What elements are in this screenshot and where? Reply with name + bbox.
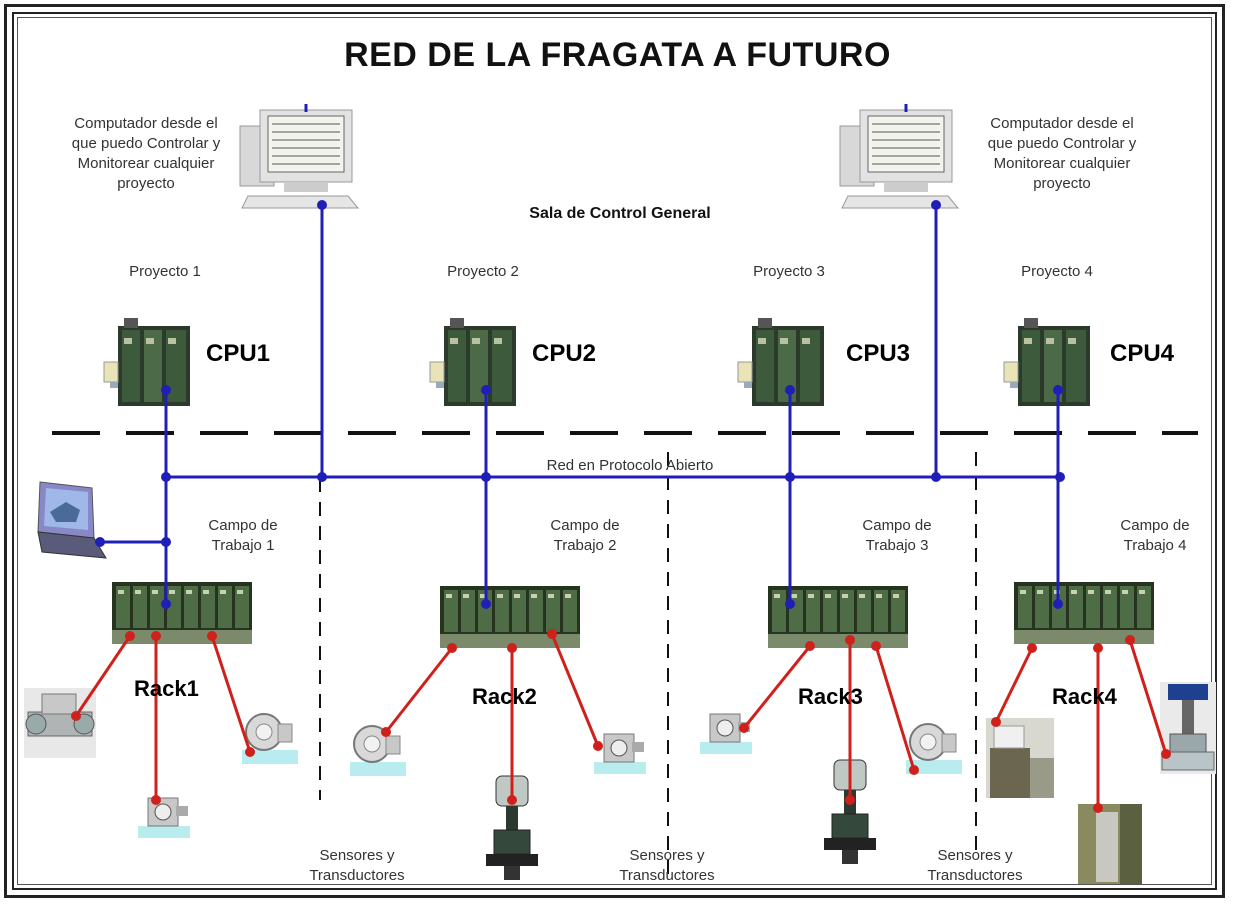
- cpu-label: CPU3: [846, 340, 911, 367]
- caption-line: Computador desde el: [74, 115, 218, 132]
- field-label-line: Campo de: [550, 517, 620, 534]
- project-label: Proyecto 3: [753, 263, 825, 280]
- sensor-links: [74, 633, 1168, 808]
- caption-line: proyecto: [1033, 175, 1091, 192]
- rack-label: Rack2: [472, 684, 537, 709]
- field-label-line: Trabajo 4: [1123, 537, 1187, 554]
- page-title: RED DE LA FRAGATA A FUTURO: [344, 36, 891, 74]
- project-label: Proyecto 4: [1021, 263, 1093, 280]
- field-label-line: Trabajo 3: [865, 537, 929, 554]
- network-label: Red en Protocolo Abierto: [546, 457, 714, 474]
- sensors-label-line: Transductores: [309, 867, 405, 884]
- caption-line: Monitorear cualquier: [77, 155, 215, 172]
- field-label-line: Trabajo 2: [553, 537, 617, 554]
- inner-frame-line: [17, 17, 1212, 885]
- field-label: Campo de Trabajo 1: [188, 516, 298, 556]
- sensors-label-line: Transductores: [927, 867, 1023, 884]
- caption-line: Monitorear cualquier: [993, 155, 1131, 172]
- control-valve-icon: [1159, 681, 1217, 775]
- rack2-module: [440, 586, 580, 648]
- rack4-module: [1014, 582, 1154, 644]
- laptop-icon: [37, 481, 107, 559]
- cpu2-module: [429, 317, 517, 407]
- field-label-line: Campo de: [1120, 517, 1190, 534]
- sensors-label-line: Sensores y: [319, 847, 395, 864]
- sensors-label-line: Transductores: [619, 867, 715, 884]
- rack-label: Rack3: [798, 684, 863, 709]
- field-label: Campo de Trabajo 3: [842, 516, 952, 556]
- cpu-label: CPU2: [532, 340, 597, 367]
- computer-caption-left: Computador desde el que puedo Controlar …: [46, 114, 246, 194]
- small-sensor-icon: [593, 733, 647, 775]
- transmitter-icon: [349, 725, 407, 777]
- field-label: Campo de Trabajo 2: [530, 516, 640, 556]
- cpu1-module: [103, 317, 191, 407]
- sensors-label: Sensores y Transductores: [910, 846, 1040, 886]
- control-room-label: Sala de Control General: [529, 205, 711, 222]
- cpu-label: CPU1: [206, 340, 271, 367]
- cpu3-module: [737, 317, 825, 407]
- pressure-sensor-icon: [137, 797, 191, 839]
- caption-line: que puedo Controlar y: [71, 135, 221, 152]
- cpu4-module: [1003, 317, 1091, 407]
- flow-meter-icon: [23, 687, 97, 759]
- field-label-line: Trabajo 1: [211, 537, 275, 554]
- control-computer-left: [238, 102, 360, 210]
- field-label: Campo de Trabajo 4: [1100, 516, 1210, 556]
- computer-caption-right: Computador desde el que puedo Controlar …: [962, 114, 1162, 194]
- field-label-line: Campo de: [862, 517, 932, 534]
- project-label: Proyecto 1: [129, 263, 201, 280]
- sensors-label: Sensores y Transductores: [292, 846, 422, 886]
- cpu-label: CPU4: [1110, 340, 1175, 367]
- field-equipment-photo: [985, 717, 1055, 799]
- field-label-line: Campo de: [208, 517, 278, 534]
- project-label: Proyecto 2: [447, 263, 519, 280]
- sensors-label-line: Sensores y: [937, 847, 1013, 864]
- inner-frame: [12, 12, 1217, 890]
- caption-line: Computador desde el: [990, 115, 1134, 132]
- rack-label: Rack1: [134, 676, 199, 701]
- sensors-label: Sensores y Transductores: [602, 846, 732, 886]
- network-bus: [100, 205, 1060, 610]
- caption-line: proyecto: [117, 175, 175, 192]
- small-sensor-icon: [699, 713, 753, 755]
- control-computer-right: [838, 102, 960, 210]
- caption-line: que puedo Controlar y: [987, 135, 1137, 152]
- outer-frame: [4, 4, 1225, 898]
- rack-label: Rack4: [1052, 684, 1117, 709]
- field-equipment-photo: [1078, 804, 1142, 884]
- sensors-label-line: Sensores y: [629, 847, 705, 864]
